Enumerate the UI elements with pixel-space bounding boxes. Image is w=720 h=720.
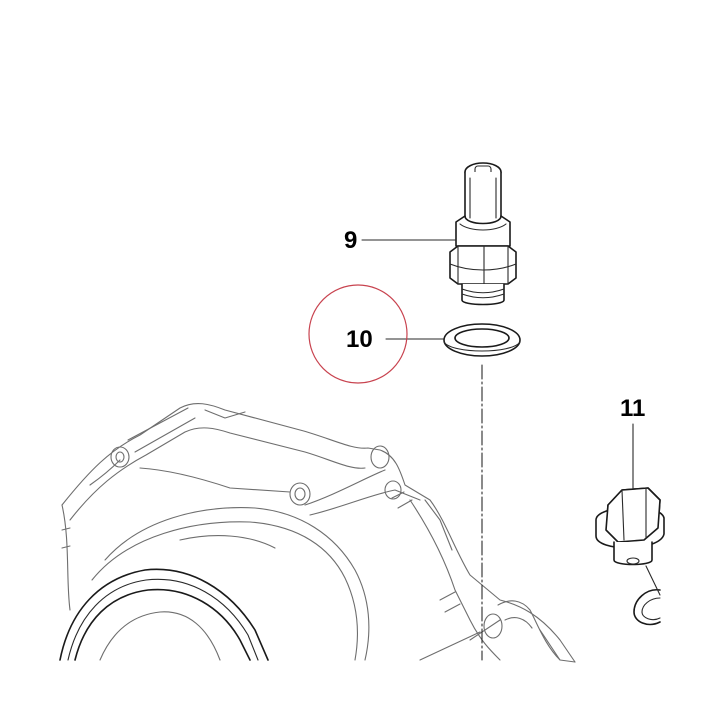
sensor-part-9 xyxy=(449,162,517,306)
callout-11: 11 xyxy=(620,395,645,422)
highlight-circle xyxy=(308,284,408,384)
plug-screw-part-11 xyxy=(595,487,665,626)
callout-9: 9 xyxy=(344,227,357,254)
bearing-ring xyxy=(59,568,269,661)
gearbox-housing xyxy=(61,402,576,663)
callout-10: 10 xyxy=(346,326,373,353)
sealing-ring-part-10 xyxy=(443,323,521,357)
